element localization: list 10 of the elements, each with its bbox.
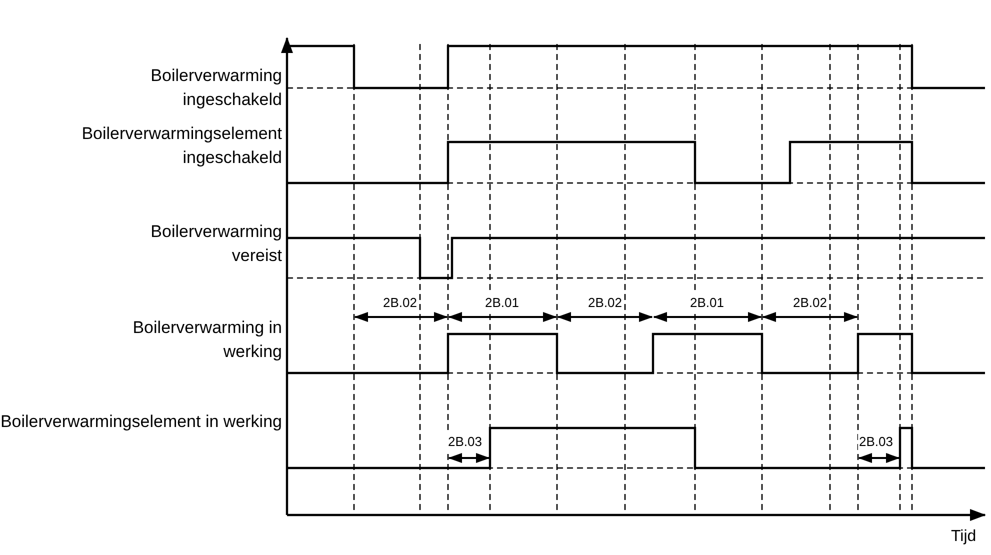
signal-name: Boilerverwarming in werking — [132, 317, 282, 363]
signal-name: Boilerverwarming ingeschakeld — [150, 65, 282, 111]
signal-name: Boilerverwarming vereist — [150, 221, 282, 267]
signal-name: Boilerverwarmingselement ingeschakeld — [80, 123, 282, 169]
duration-label: 2B.01 — [484, 294, 520, 312]
signal-name: Boilerverwarmingselement in werking — [0, 411, 282, 433]
duration-label: 2B.01 — [689, 294, 725, 312]
axis-label: Tijd — [951, 527, 976, 547]
duration-label: 2B.03 — [858, 433, 894, 452]
duration-label: 2B.03 — [447, 433, 483, 452]
